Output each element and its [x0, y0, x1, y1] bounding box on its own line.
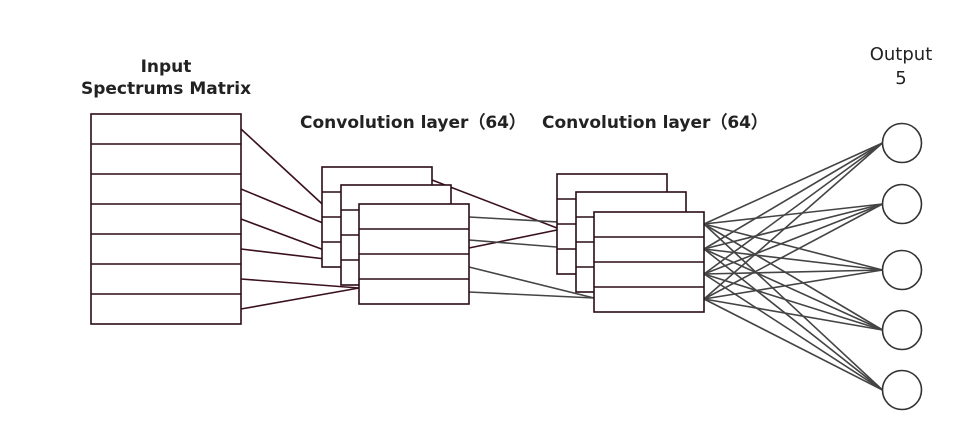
dense-link	[703, 298, 883, 391]
layer-boxes	[90, 113, 705, 325]
input-to-conv1-link	[240, 278, 360, 289]
conv1-to-conv2-link	[468, 266, 595, 299]
output-node-4	[881, 309, 923, 351]
dense-link	[703, 142, 883, 225]
input-subtitle: Spectrums Matrix	[80, 79, 252, 99]
dense-link	[703, 203, 883, 275]
conv2-feature-map-3	[593, 211, 705, 313]
dense-link	[703, 142, 884, 300]
input-title: Input	[140, 57, 192, 77]
dense-link	[703, 203, 883, 225]
connection-lines	[240, 128, 884, 391]
input-to-conv1-link	[240, 287, 360, 310]
conv1-feature-map-3	[358, 203, 470, 305]
dense-link	[703, 203, 883, 250]
conv1-to-conv2-link	[468, 291, 595, 299]
dense-link	[703, 248, 883, 331]
conv1-to-conv2-link	[468, 229, 558, 249]
dense-link	[703, 273, 883, 331]
output-node-3	[881, 249, 923, 291]
dense-link	[703, 142, 883, 250]
dense-link	[703, 298, 883, 331]
dense-link	[703, 269, 883, 300]
output-node-2	[881, 183, 923, 225]
output-count: 5	[895, 68, 907, 89]
dense-link	[703, 203, 883, 300]
dense-link	[703, 273, 883, 391]
output-nodes	[881, 122, 923, 411]
conv-layer-1-title: Convolution layer（64）	[299, 113, 527, 133]
input-matrix-frame	[90, 113, 242, 325]
dense-link	[703, 142, 883, 275]
output-node-5	[881, 369, 923, 411]
conv-layer-2-title: Convolution layer（64）	[541, 113, 769, 133]
output-node-1	[881, 122, 923, 164]
input-matrix	[90, 113, 242, 325]
output-title: Output	[869, 44, 933, 65]
dense-link	[703, 223, 884, 391]
